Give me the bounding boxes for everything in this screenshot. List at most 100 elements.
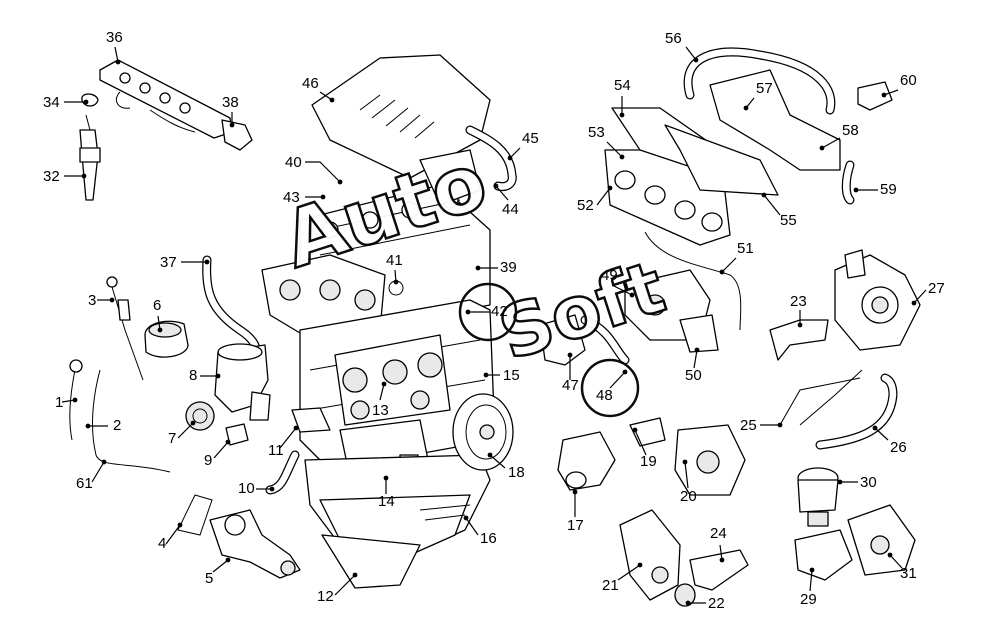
part-number-39: 39	[500, 259, 517, 276]
part-number-21: 21	[602, 577, 619, 594]
callout-dot-14	[383, 475, 389, 481]
part-number-8: 8	[189, 367, 197, 384]
callout-leader-31	[889, 554, 903, 569]
hose-45-drawing	[465, 125, 517, 192]
callout-leader-55	[763, 194, 781, 216]
callout-dot-47	[567, 352, 573, 358]
part-number-22: 22	[708, 595, 725, 612]
callout-dot-26	[872, 425, 878, 431]
callout-dot-41	[393, 279, 399, 285]
part-number-13: 13	[372, 402, 389, 419]
callout-leader-5	[212, 559, 229, 573]
callout-dot-37	[204, 259, 210, 265]
callout-dot-36	[115, 59, 121, 65]
callout-dot-43	[320, 194, 326, 200]
fuel-rail-drawing	[99, 59, 253, 151]
callout-dot-19	[632, 427, 638, 433]
callout-dot-39	[475, 265, 481, 271]
part-number-60: 60	[900, 72, 917, 89]
callout-dot-61	[101, 459, 107, 465]
injector-drawing	[79, 93, 101, 201]
callout-leader-12	[334, 574, 356, 596]
callout-leader-50	[693, 349, 698, 369]
callout-dot-3	[109, 297, 115, 303]
callout-dot-1	[72, 397, 78, 403]
part-number-1: 1	[55, 394, 63, 411]
callout-leader-27	[913, 289, 927, 304]
part-number-6: 6	[153, 297, 161, 314]
part-number-15: 15	[503, 367, 520, 384]
part-number-26: 26	[890, 439, 907, 456]
part-number-56: 56	[665, 30, 682, 47]
part-number-11: 11	[268, 442, 284, 459]
part-number-46: 46	[302, 75, 319, 92]
callout-leader-44	[495, 185, 509, 201]
callout-dot-27	[911, 300, 917, 306]
callout-dot-45	[507, 155, 513, 161]
part-number-45: 45	[522, 130, 539, 147]
part-number-57: 57	[756, 80, 773, 97]
part-number-48: 48	[596, 387, 613, 404]
part-number-55: 55	[780, 212, 797, 229]
turbocharger-drawing	[834, 249, 921, 351]
callout-dot-59	[853, 187, 859, 193]
part-number-19: 19	[640, 453, 657, 470]
water-pump-drawing	[539, 314, 746, 496]
part-number-27: 27	[928, 280, 945, 297]
part-number-49: 49	[601, 267, 618, 284]
part-number-9: 9	[204, 452, 212, 469]
callout-dot-7	[190, 420, 196, 426]
callout-dot-32	[81, 173, 87, 179]
part-number-25: 25	[740, 417, 757, 434]
part-number-2: 2	[113, 417, 121, 434]
cap-6-drawing	[144, 320, 189, 358]
oil-sump-drawing	[304, 454, 491, 589]
callout-dot-29	[809, 567, 815, 573]
part-number-42: 42	[491, 303, 508, 320]
part-number-53: 53	[588, 124, 605, 141]
oil-pump-drawing	[177, 494, 301, 579]
callout-leader-56	[685, 46, 697, 61]
callout-dot-16	[463, 515, 469, 521]
callout-dot-40	[337, 179, 343, 185]
callout-dot-4	[177, 522, 183, 528]
callout-dot-12	[352, 572, 358, 578]
callout-leader-49	[611, 284, 633, 296]
part-number-47: 47	[562, 377, 579, 394]
callout-dot-11	[293, 425, 299, 431]
part-number-41: 41	[386, 252, 403, 269]
callout-dot-58	[819, 145, 825, 151]
hose-37-drawing	[202, 255, 262, 363]
callout-leader-51	[721, 257, 737, 273]
callout-leader-52	[596, 187, 611, 206]
part-number-30: 30	[860, 474, 877, 491]
callout-dot-50	[694, 347, 700, 353]
callout-dot-52	[607, 185, 613, 191]
callout-dot-8	[215, 373, 221, 379]
part-number-51: 51	[737, 240, 754, 257]
tubes-1-2-61-drawing	[69, 359, 171, 473]
callouts: 1234567891011121314151617181920212223242…	[43, 29, 945, 612]
callout-dot-22	[685, 600, 691, 606]
callout-dot-10	[269, 486, 275, 492]
pipe-26-drawing	[815, 373, 898, 450]
callout-leader-58	[821, 137, 841, 149]
part-number-14: 14	[378, 493, 395, 510]
callout-dot-38	[229, 122, 235, 128]
part-number-52: 52	[577, 197, 594, 214]
callout-dot-6	[157, 327, 163, 333]
callout-leader-11	[279, 427, 297, 449]
bracket-21-drawing	[619, 509, 681, 601]
callout-leader-60	[883, 89, 899, 96]
callout-dot-51	[719, 269, 725, 275]
mount-drawing	[794, 467, 916, 581]
callout-leader-40	[305, 161, 341, 183]
callout-leader-26	[874, 427, 889, 441]
bracket-24-drawing	[674, 549, 749, 607]
callout-leader-7	[177, 422, 194, 439]
part-number-4: 4	[158, 535, 166, 552]
callout-dot-30	[837, 479, 843, 485]
part-number-54: 54	[614, 77, 631, 94]
part-number-31: 31	[900, 565, 917, 582]
